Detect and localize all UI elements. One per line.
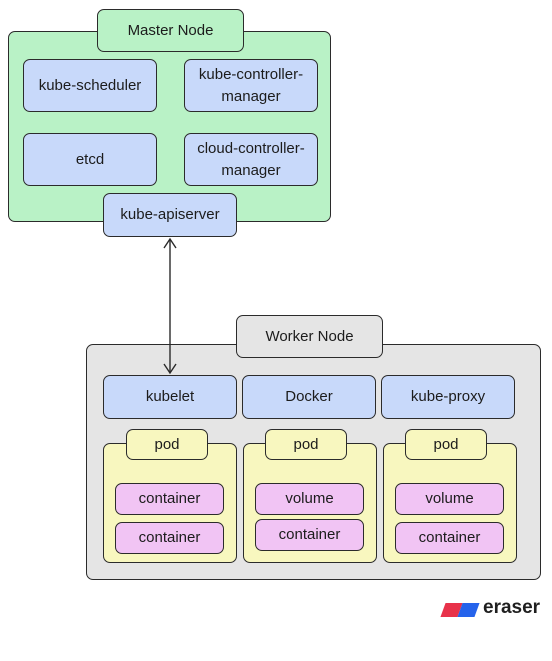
- volume-box: volume: [255, 483, 364, 515]
- kubelet-box: kubelet: [103, 375, 237, 419]
- pod-title: pod: [405, 429, 487, 460]
- master-node-title: Master Node: [97, 9, 244, 52]
- pod-title: pod: [265, 429, 347, 460]
- kube-apiserver-box: kube-apiserver: [103, 193, 237, 237]
- docker-box: Docker: [242, 375, 376, 419]
- kube-proxy-box: kube-proxy: [381, 375, 515, 419]
- cloud-controller-manager-box: cloud-controller- manager: [184, 133, 318, 186]
- container-box: container: [255, 519, 364, 551]
- kube-scheduler-box: kube-scheduler: [23, 59, 157, 112]
- eraser-logo-icon: [440, 599, 480, 617]
- container-box: container: [115, 522, 224, 554]
- eraser-logo: eraser: [440, 597, 540, 619]
- pod-title: pod: [126, 429, 208, 460]
- kube-controller-manager-box: kube-controller- manager: [184, 59, 318, 112]
- etcd-box: etcd: [23, 133, 157, 186]
- container-box: container: [115, 483, 224, 515]
- volume-box: volume: [395, 483, 504, 515]
- worker-node-title: Worker Node: [236, 315, 383, 358]
- container-box: container: [395, 522, 504, 554]
